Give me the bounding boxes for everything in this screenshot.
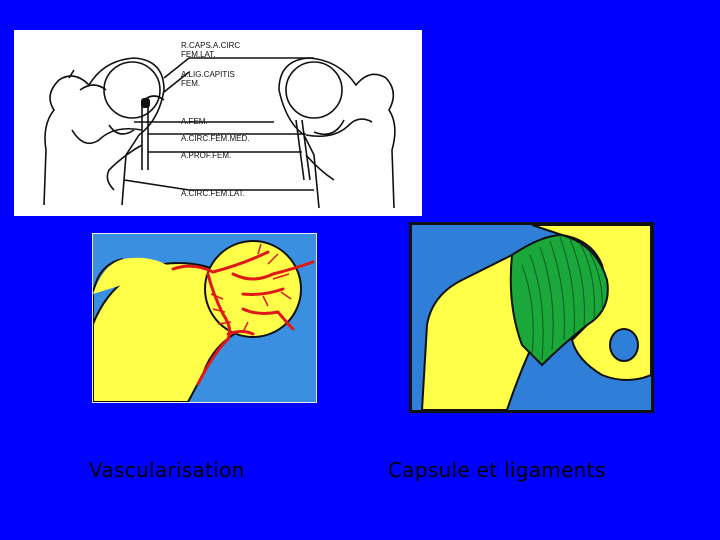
label-lig-capitis: A.LIG.CAPITIS: [181, 70, 235, 79]
label-caps-circ: R.CAPS.A.CIRC: [181, 41, 240, 50]
label-fem-lat: FEM.LAT.: [181, 50, 216, 59]
label-circ-fem-lat: A.CIRC.FEM.LAT.: [181, 189, 245, 198]
label-fem: FEM.: [181, 79, 200, 88]
caption-capsule-ligaments: Capsule et ligaments: [388, 458, 606, 482]
capsule-ligaments-illustration: [409, 222, 654, 413]
arterial-supply-diagram: R.CAPS.A.CIRC FEM.LAT. A.LIG.CAPITIS FEM…: [14, 30, 422, 216]
label-a-fem: A.FEM.: [181, 117, 208, 126]
caption-vascularisation: Vascularisation: [89, 458, 245, 482]
label-circ-fem-med: A.CIRC.FEM.MED.: [181, 134, 249, 143]
label-prof-fem: A.PROF.FEM.: [181, 151, 231, 160]
vascularisation-illustration: [92, 233, 317, 403]
